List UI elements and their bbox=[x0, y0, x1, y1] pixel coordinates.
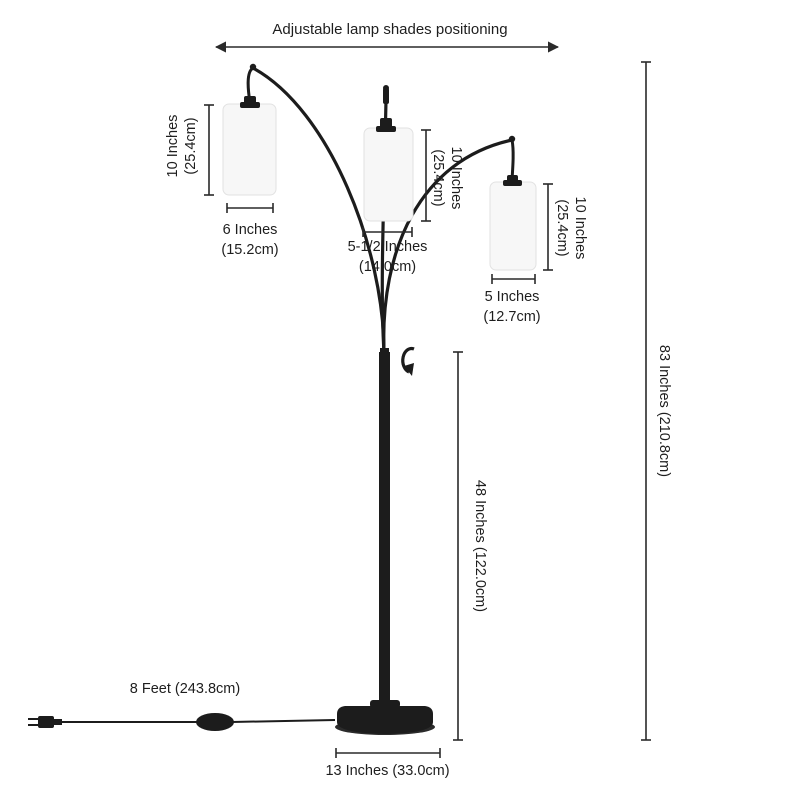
plug-neck bbox=[52, 719, 62, 725]
positioning-title: Adjustable lamp shades positioning bbox=[272, 21, 508, 38]
base-width-label: 13 Inches (33.0cm) bbox=[325, 763, 450, 779]
left-shade-group bbox=[222, 96, 277, 196]
center-shade bbox=[363, 127, 414, 222]
lower-height-label: 48 Inches (122.0cm) bbox=[472, 479, 488, 613]
right-drop bbox=[510, 138, 515, 182]
left-shade-width-label: 6 Inches (15.2cm) bbox=[221, 222, 279, 258]
power-cord bbox=[62, 719, 336, 723]
center-finial bbox=[383, 88, 389, 104]
base bbox=[337, 706, 433, 734]
right-shade-width-label: 5 Inches (12.7cm) bbox=[483, 289, 541, 325]
right-arm-tip bbox=[508, 135, 516, 143]
center-shade-group bbox=[363, 118, 414, 222]
center-shade-height-label: 10 Inches (25.4cm) bbox=[430, 146, 464, 210]
dimension-lines bbox=[204, 61, 651, 758]
plug bbox=[38, 716, 54, 728]
foot-switch bbox=[196, 713, 234, 731]
total-height-label: 83 Inches (210.8cm) bbox=[656, 344, 672, 478]
rotation-icon bbox=[401, 346, 415, 376]
cord-length-label: 8 Feet (243.8cm) bbox=[129, 681, 241, 697]
left-arm-tip bbox=[249, 63, 257, 71]
center-shade-width-label: 5-1/2 Inches (14.0cm) bbox=[347, 239, 428, 275]
left-shade-height-label: 10 Inches (25.4cm) bbox=[165, 114, 199, 178]
left-shade bbox=[222, 103, 277, 196]
pole bbox=[379, 352, 390, 710]
right-shade-height-label: 10 Inches (25.4cm) bbox=[554, 196, 588, 260]
right-shade bbox=[489, 181, 537, 271]
right-shade-group bbox=[489, 175, 537, 271]
